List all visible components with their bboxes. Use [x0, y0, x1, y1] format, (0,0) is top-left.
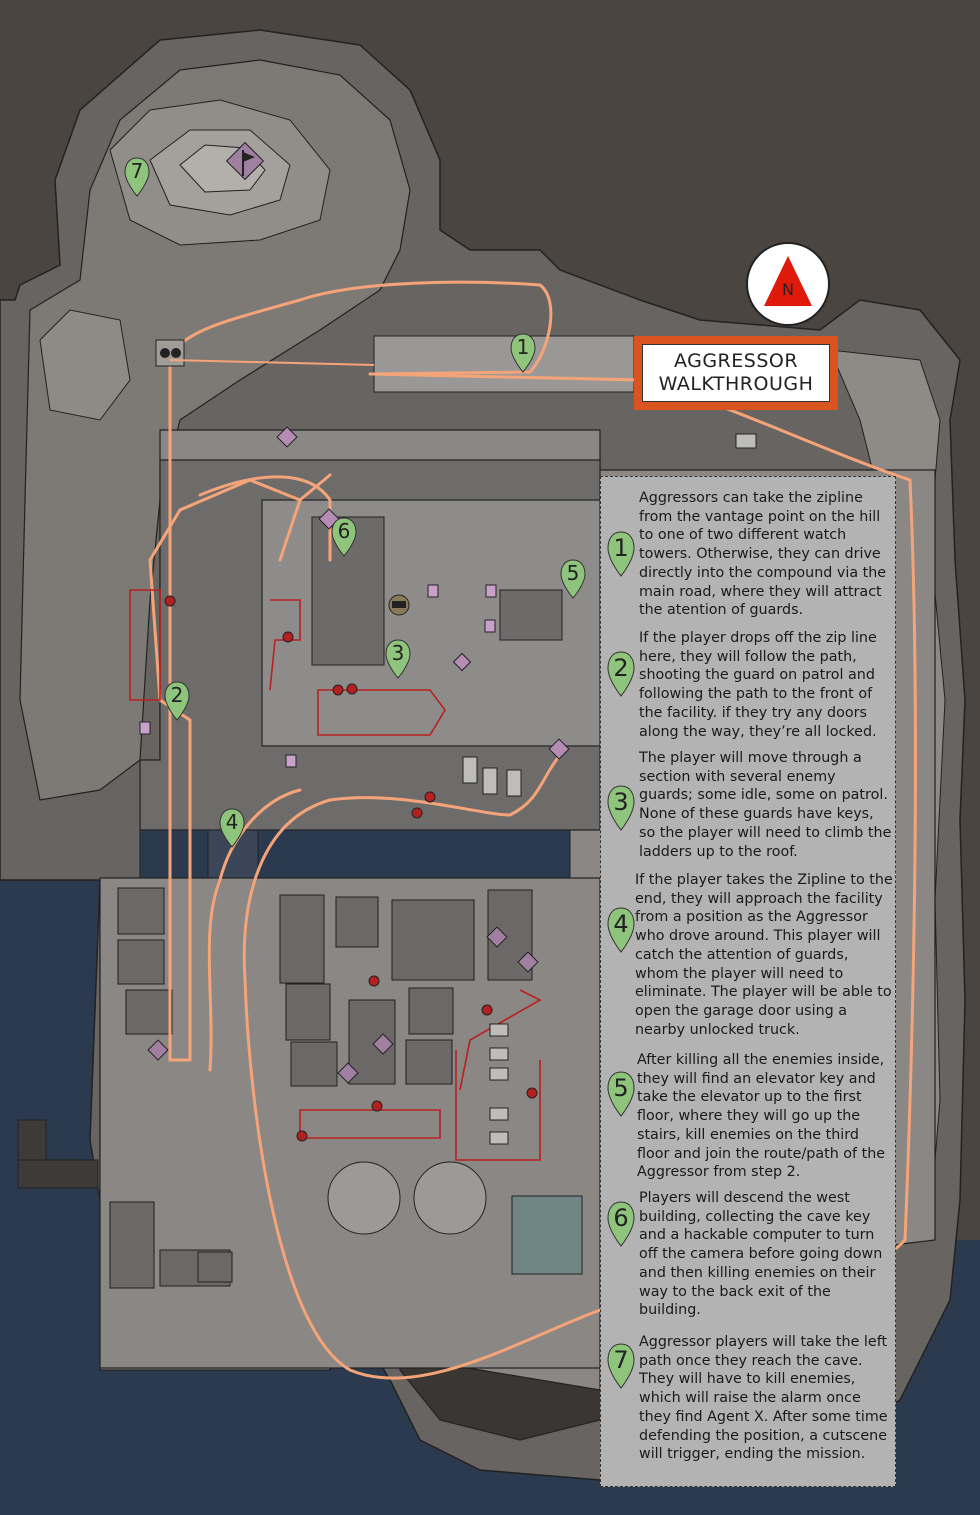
step-1-text: Aggressors can take the zipline from the…	[639, 490, 887, 619]
svg-text:6: 6	[613, 1204, 628, 1232]
svg-text:7: 7	[131, 159, 144, 183]
step-marker-6: 6	[607, 1201, 635, 1247]
title-line-2: WALKTHROUGH	[658, 373, 814, 395]
svg-text:2: 2	[613, 654, 628, 682]
guard-patrol-paths	[129, 589, 542, 1161]
step-marker-4: 4	[607, 907, 635, 953]
map-marker-6[interactable]: 6	[331, 516, 357, 560]
svg-text:7: 7	[613, 1346, 628, 1374]
camera-icon	[388, 594, 410, 616]
step-marker-1: 1	[607, 531, 635, 577]
step-2-text: If the player drops off the zip line her…	[639, 630, 877, 740]
title-frame: AGGRESSOR WALKTHROUGH	[634, 336, 838, 410]
title-line-1: AGGRESSOR	[673, 350, 799, 372]
map-marker-2[interactable]: 2	[164, 680, 190, 724]
step-5-text: After killing all the enemies inside, th…	[637, 1052, 886, 1181]
svg-text:2: 2	[171, 683, 184, 707]
door-icon	[147, 926, 539, 1084]
step-marker-5: 5	[607, 1071, 635, 1117]
step-marker-7: 7	[607, 1343, 635, 1389]
zipline	[169, 359, 375, 366]
map-marker-1[interactable]: 1	[510, 332, 536, 376]
hill-contour-small	[39, 309, 131, 421]
enemy-guards	[164, 595, 538, 1142]
binoculars-icon	[155, 339, 185, 367]
step-marker-2: 2	[607, 651, 635, 697]
map-marker-7[interactable]: 7	[124, 156, 150, 200]
hill-west	[19, 59, 411, 801]
vehicles	[462, 433, 757, 1145]
watchtower-platform	[373, 335, 635, 393]
svg-text:5: 5	[567, 561, 580, 585]
flag-objective-icon	[225, 141, 265, 181]
elevator-block	[499, 589, 563, 641]
teal-building	[511, 1195, 583, 1275]
step-7-text: Aggressor players will take the left pat…	[639, 1334, 888, 1463]
map-marker-5[interactable]: 5	[560, 558, 586, 602]
svg-text:3: 3	[613, 788, 628, 816]
north-arrow-icon	[764, 256, 812, 306]
svg-text:3: 3	[392, 641, 405, 665]
step-4-text: If the player takes the Zipline to the e…	[635, 872, 893, 1038]
svg-text:1: 1	[517, 335, 530, 359]
svg-text:5: 5	[613, 1074, 628, 1102]
north-compass: N	[746, 242, 830, 326]
dock	[17, 1119, 47, 1161]
dock-pier	[17, 1159, 99, 1189]
channel	[139, 829, 571, 879]
map-marker-4[interactable]: 4	[219, 807, 245, 851]
walkthrough-legend: 1 Aggressors can take the zipline from t…	[600, 476, 896, 1487]
ladder-icon	[139, 584, 497, 768]
step-marker-3: 3	[607, 785, 635, 831]
tanks	[327, 1161, 487, 1235]
title-panel: AGGRESSOR WALKTHROUGH	[642, 344, 830, 402]
svg-text:1: 1	[613, 534, 628, 562]
svg-text:4: 4	[613, 910, 628, 938]
north-label: N	[782, 280, 794, 299]
svg-text:4: 4	[226, 810, 239, 834]
map-marker-3[interactable]: 3	[385, 638, 411, 682]
step-3-text: The player will move through a section w…	[639, 750, 892, 860]
step-6-text: Players will descend the west building, …	[639, 1190, 883, 1319]
svg-text:6: 6	[338, 519, 351, 543]
